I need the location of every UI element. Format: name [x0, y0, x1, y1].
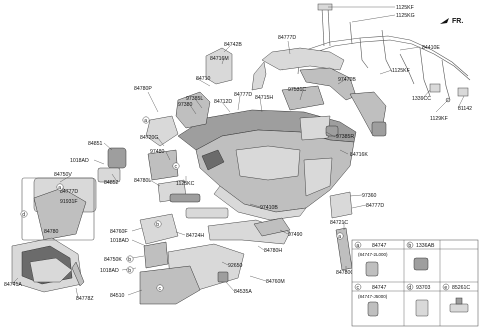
label-91931F: 91931F — [60, 199, 78, 205]
legend-d-part: 93703 — [416, 285, 431, 291]
label-84780P: 84780P — [134, 86, 152, 92]
callout-b-lower: b — [126, 255, 134, 263]
cluster-fascia-parts — [11, 177, 97, 293]
legend-a-part: 84747 — [372, 243, 387, 249]
leader-lines — [11, 6, 465, 299]
label-84410E: 84410E — [422, 45, 440, 51]
svg-text:d: d — [22, 212, 25, 218]
label-84510: 84510 — [110, 293, 125, 299]
label-1018AD-b: 1018AD — [110, 238, 129, 244]
label-1125KF-mid: 1125KF — [392, 68, 410, 74]
label-97360: 97360 — [362, 193, 377, 199]
legend-cell-a: a 84747 (84747-2L000) — [354, 241, 388, 277]
front-direction-label: FR. — [452, 18, 463, 25]
label-1018AD-c: 1018AD — [100, 268, 119, 274]
label-84721C: 84721C — [330, 220, 348, 226]
label-84778Z: 84778Z — [76, 296, 94, 302]
label-84741A: 84741A — [4, 282, 22, 288]
svg-text:b: b — [128, 257, 131, 263]
side-cover-right — [281, 85, 339, 141]
label-84780L: 84780L — [134, 178, 151, 184]
label-1018AD-a: 1018AD — [70, 158, 89, 164]
svg-text:a: a — [338, 234, 341, 240]
front-direction-indicator: FR. — [440, 18, 463, 25]
label-97380: 97380 — [178, 102, 193, 108]
label-97470B: 97470B — [338, 77, 356, 83]
legend-b-part: 1336AB — [416, 243, 435, 249]
svg-text:a: a — [58, 185, 61, 191]
svg-text:c: c — [159, 286, 162, 292]
lower-panels-glovebox — [139, 191, 353, 305]
label-97410B: 97410B — [260, 205, 278, 211]
legend-cell-e: e 85261C — [442, 283, 470, 313]
label-97385L: 97385L — [186, 96, 203, 102]
callout-markers: a c a d a b b b — [20, 116, 344, 292]
callout-b-mid: b — [154, 220, 162, 228]
label-84777D-mid: 84777D — [234, 92, 252, 98]
label-84750K: 84750K — [104, 257, 122, 263]
svg-text:b: b — [128, 268, 131, 274]
callout-c-lower: c — [156, 284, 164, 292]
air-duct-assembly — [251, 47, 387, 137]
label-84780: 84780 — [44, 229, 59, 235]
label-97385R: 97385R — [336, 134, 354, 140]
label-84780Q: 84780Q — [336, 270, 354, 276]
legend-c-part: 84747 — [372, 285, 387, 291]
callout-a-right: a — [336, 232, 344, 240]
label-84851: 84851 — [88, 141, 103, 147]
label-92650: 92650 — [228, 263, 243, 269]
label-84852: 84852 — [104, 180, 119, 186]
legend-cell-d: d 93703 — [406, 283, 431, 317]
label-97531C: 97531C — [288, 87, 306, 93]
label-81142: 81142 — [458, 106, 472, 112]
label-1125KC: 1125KC — [176, 181, 195, 187]
label-84712D: 84712D — [214, 99, 232, 105]
svg-text:c: c — [175, 164, 178, 170]
label-84715H: 84715H — [255, 95, 273, 101]
legend-cell-b: b 1336AB — [406, 241, 435, 271]
label-84777D-top: 84777D — [278, 35, 296, 41]
svg-text:b: b — [408, 243, 411, 249]
label-84750V: 84750V — [54, 172, 72, 178]
callout-a-left: a — [56, 183, 64, 191]
svg-text:b: b — [156, 222, 159, 228]
left-panels — [97, 47, 233, 203]
label-84535A: 84535A — [234, 289, 252, 295]
legend-c-sub: (84747-J5000) — [358, 294, 388, 299]
label-84716K: 84716K — [350, 152, 368, 158]
label-97490: 97490 — [288, 232, 303, 238]
svg-text:c: c — [357, 285, 360, 291]
label-84742B: 84742B — [224, 42, 242, 48]
parts-legend-table: a 84747 (84747-2L000) b 1336AB c 84747 (… — [351, 239, 479, 327]
part-labels: 1125KF 1125KG 84410E 84777D 84742B 84716… — [4, 5, 472, 302]
svg-text:e: e — [444, 285, 447, 291]
label-84780H: 84780H — [264, 248, 282, 254]
label-1129KF: 1129KF — [430, 116, 448, 122]
callout-c-mid: c — [172, 162, 180, 170]
legend-e-part: 85261C — [452, 285, 470, 291]
svg-text:d: d — [408, 285, 411, 291]
legend-cell-c: c 84747 (84747-J5000) — [354, 283, 388, 317]
legend-a-sub: (84747-2L000) — [358, 252, 388, 257]
front-arrow-icon — [440, 18, 449, 24]
label-84760M: 84760M — [266, 279, 285, 285]
label-84716M: 84716M — [210, 56, 229, 62]
svg-text:a: a — [356, 243, 359, 249]
callout-a-top: a — [142, 116, 150, 124]
label-84710: 84710 — [196, 76, 211, 82]
label-97480: 97480 — [150, 149, 165, 155]
label-84724H: 84724H — [186, 233, 204, 239]
label-1125KG: 1125KG — [396, 13, 415, 19]
label-1125KF-top: 1125KF — [396, 5, 414, 11]
svg-text:a: a — [144, 118, 147, 124]
callout-d-left: d — [20, 210, 28, 218]
label-84777D-a: 84777D — [60, 189, 78, 195]
label-84760F: 84760F — [110, 229, 128, 235]
label-84777D-right: 84777D — [366, 203, 384, 209]
label-84720G: 84720G — [140, 135, 158, 141]
detail-box-left — [21, 177, 95, 241]
label-1339CC: 1339CC — [412, 96, 431, 102]
callout-b-lower2: b — [126, 266, 134, 274]
